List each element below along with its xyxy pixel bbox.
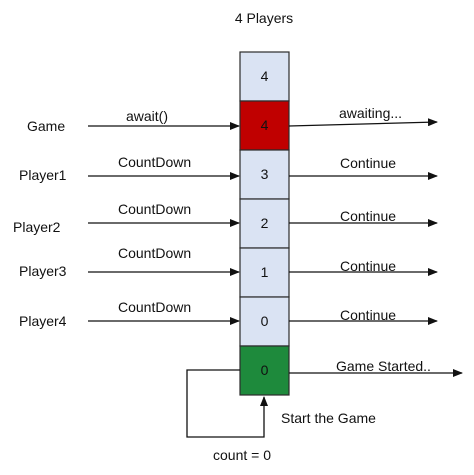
counter-cell-value: 0 — [261, 313, 269, 329]
counter-cell — [239, 296, 290, 347]
actor-label: Player1 — [19, 167, 67, 183]
call-label: await() — [126, 108, 168, 124]
player-row: Player1 CountDown Continue — [19, 154, 438, 183]
player-row: Player4 CountDown Continue — [19, 299, 438, 329]
counter-cell-value: 4 — [261, 68, 269, 84]
counter-cell-started — [239, 345, 290, 396]
counter-cell-value: 1 — [261, 264, 269, 280]
call-label: CountDown — [118, 201, 191, 217]
result-label: Continue — [340, 307, 396, 323]
reset-loop-line — [186, 369, 268, 438]
result-label: Continue — [340, 258, 396, 274]
counter-cell-waiting — [239, 100, 290, 151]
counter-cell-value: 0 — [261, 362, 269, 378]
counter-stack: 4 4 3 2 1 0 0 — [239, 51, 290, 396]
call-label: CountDown — [118, 299, 191, 315]
result-label: Continue — [340, 208, 396, 224]
diagram-title: 4 Players — [235, 10, 293, 26]
game-row: Game await() awaiting... — [27, 105, 438, 134]
actor-label: Player3 — [19, 263, 67, 279]
actor-label: Player4 — [19, 313, 67, 329]
counter-cell-value: 4 — [261, 117, 269, 133]
actor-label: Game — [27, 118, 65, 134]
actor-label: Player2 — [13, 219, 61, 235]
result-label: Continue — [340, 155, 396, 171]
player-row: Player3 CountDown Continue — [19, 245, 438, 279]
player-row: Player2 CountDown Continue — [13, 201, 438, 235]
counter-cell — [239, 51, 290, 102]
call-label: CountDown — [118, 154, 191, 170]
outgoing-arrow — [288, 118, 438, 127]
counter-cell-value: 3 — [261, 166, 269, 182]
result-label: Game Started.. — [336, 358, 431, 374]
game-started-row: Game Started.. Start the Game count = 0 — [186, 358, 463, 463]
call-label: CountDown — [118, 245, 191, 261]
start-game-label: Start the Game — [281, 410, 376, 426]
counter-cell-value: 2 — [261, 215, 269, 231]
count-reset-label: count = 0 — [213, 447, 271, 463]
result-label: awaiting... — [339, 105, 402, 121]
